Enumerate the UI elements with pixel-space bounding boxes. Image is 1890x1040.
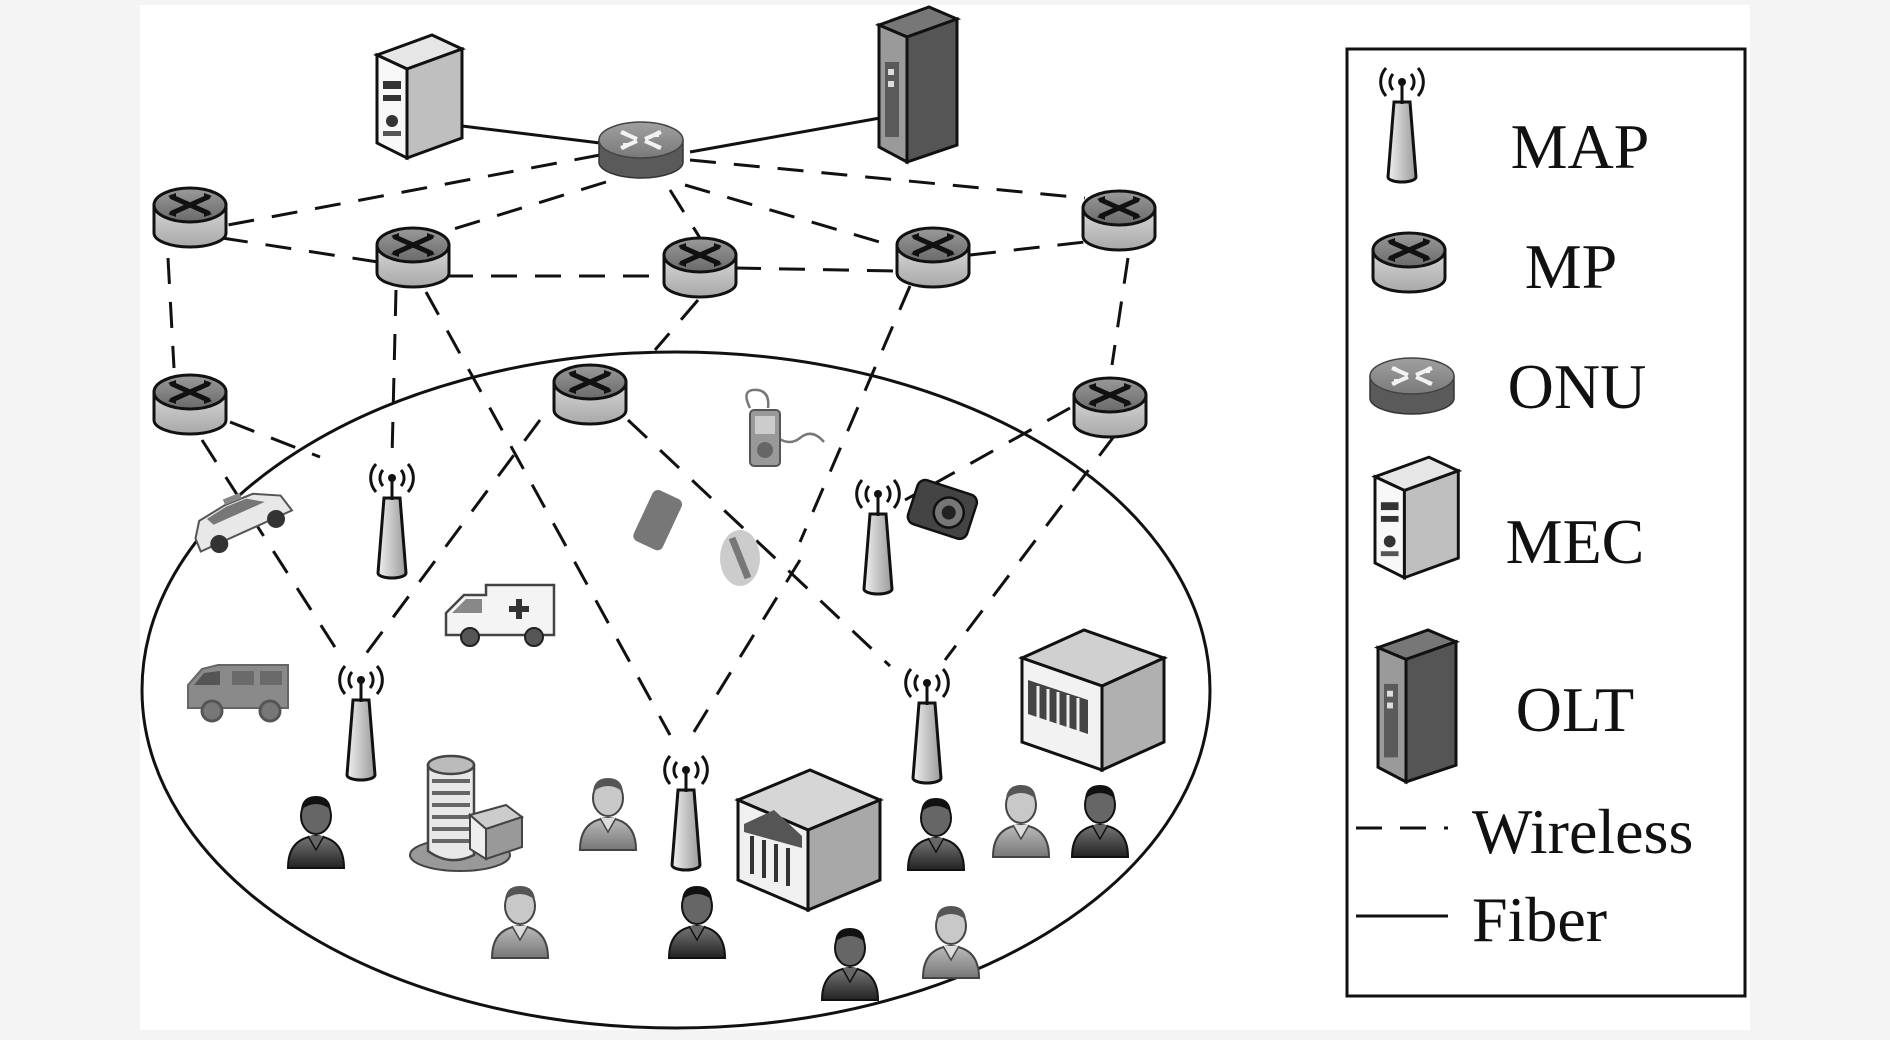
- mobile-phone-icon: [633, 489, 683, 551]
- legend-label-map: MAP: [1511, 111, 1650, 182]
- office-tower-icon: [409, 754, 525, 872]
- mp-router: [897, 228, 969, 287]
- bank-building-icon: [734, 768, 884, 913]
- mec-server: [375, 33, 464, 160]
- media-player-icon: [745, 388, 825, 467]
- legend-label-olt: OLT: [1516, 674, 1635, 745]
- fiber-links: [461, 116, 881, 154]
- mp-router: [664, 238, 736, 297]
- legend-label-fiber: Fiber: [1472, 884, 1607, 955]
- mp-router: [154, 188, 226, 247]
- mp-router: [377, 228, 449, 287]
- legend: MAP MP ONU MEC OLT Wireless Fiber: [1345, 47, 1747, 998]
- router-icon: [1373, 233, 1445, 292]
- mp-router: [1074, 378, 1146, 437]
- server-icon: [1373, 455, 1460, 580]
- mp-router: [154, 375, 226, 434]
- office-building-icon: [1017, 628, 1169, 773]
- onu-router-icon: [1368, 356, 1456, 416]
- ambulance-icon: [444, 583, 556, 647]
- van-icon: [187, 664, 289, 723]
- legend-label-mp: MP: [1525, 231, 1618, 302]
- mp-router: [1083, 191, 1155, 250]
- legend-label-wireless: Wireless: [1472, 796, 1693, 867]
- legend-label-mec: MEC: [1506, 506, 1645, 577]
- police-car-icon: [194, 492, 294, 554]
- legend-label-onu: ONU: [1508, 351, 1647, 422]
- wireless-links: [166, 153, 1130, 736]
- tablet-icon: [720, 530, 760, 586]
- camera-icon: [906, 478, 979, 541]
- coverage-area: [140, 350, 1212, 1030]
- mp-router: [554, 365, 626, 424]
- onu-router: [597, 120, 685, 180]
- olt-tower: [877, 5, 959, 164]
- olt-tower-icon: [1376, 628, 1458, 784]
